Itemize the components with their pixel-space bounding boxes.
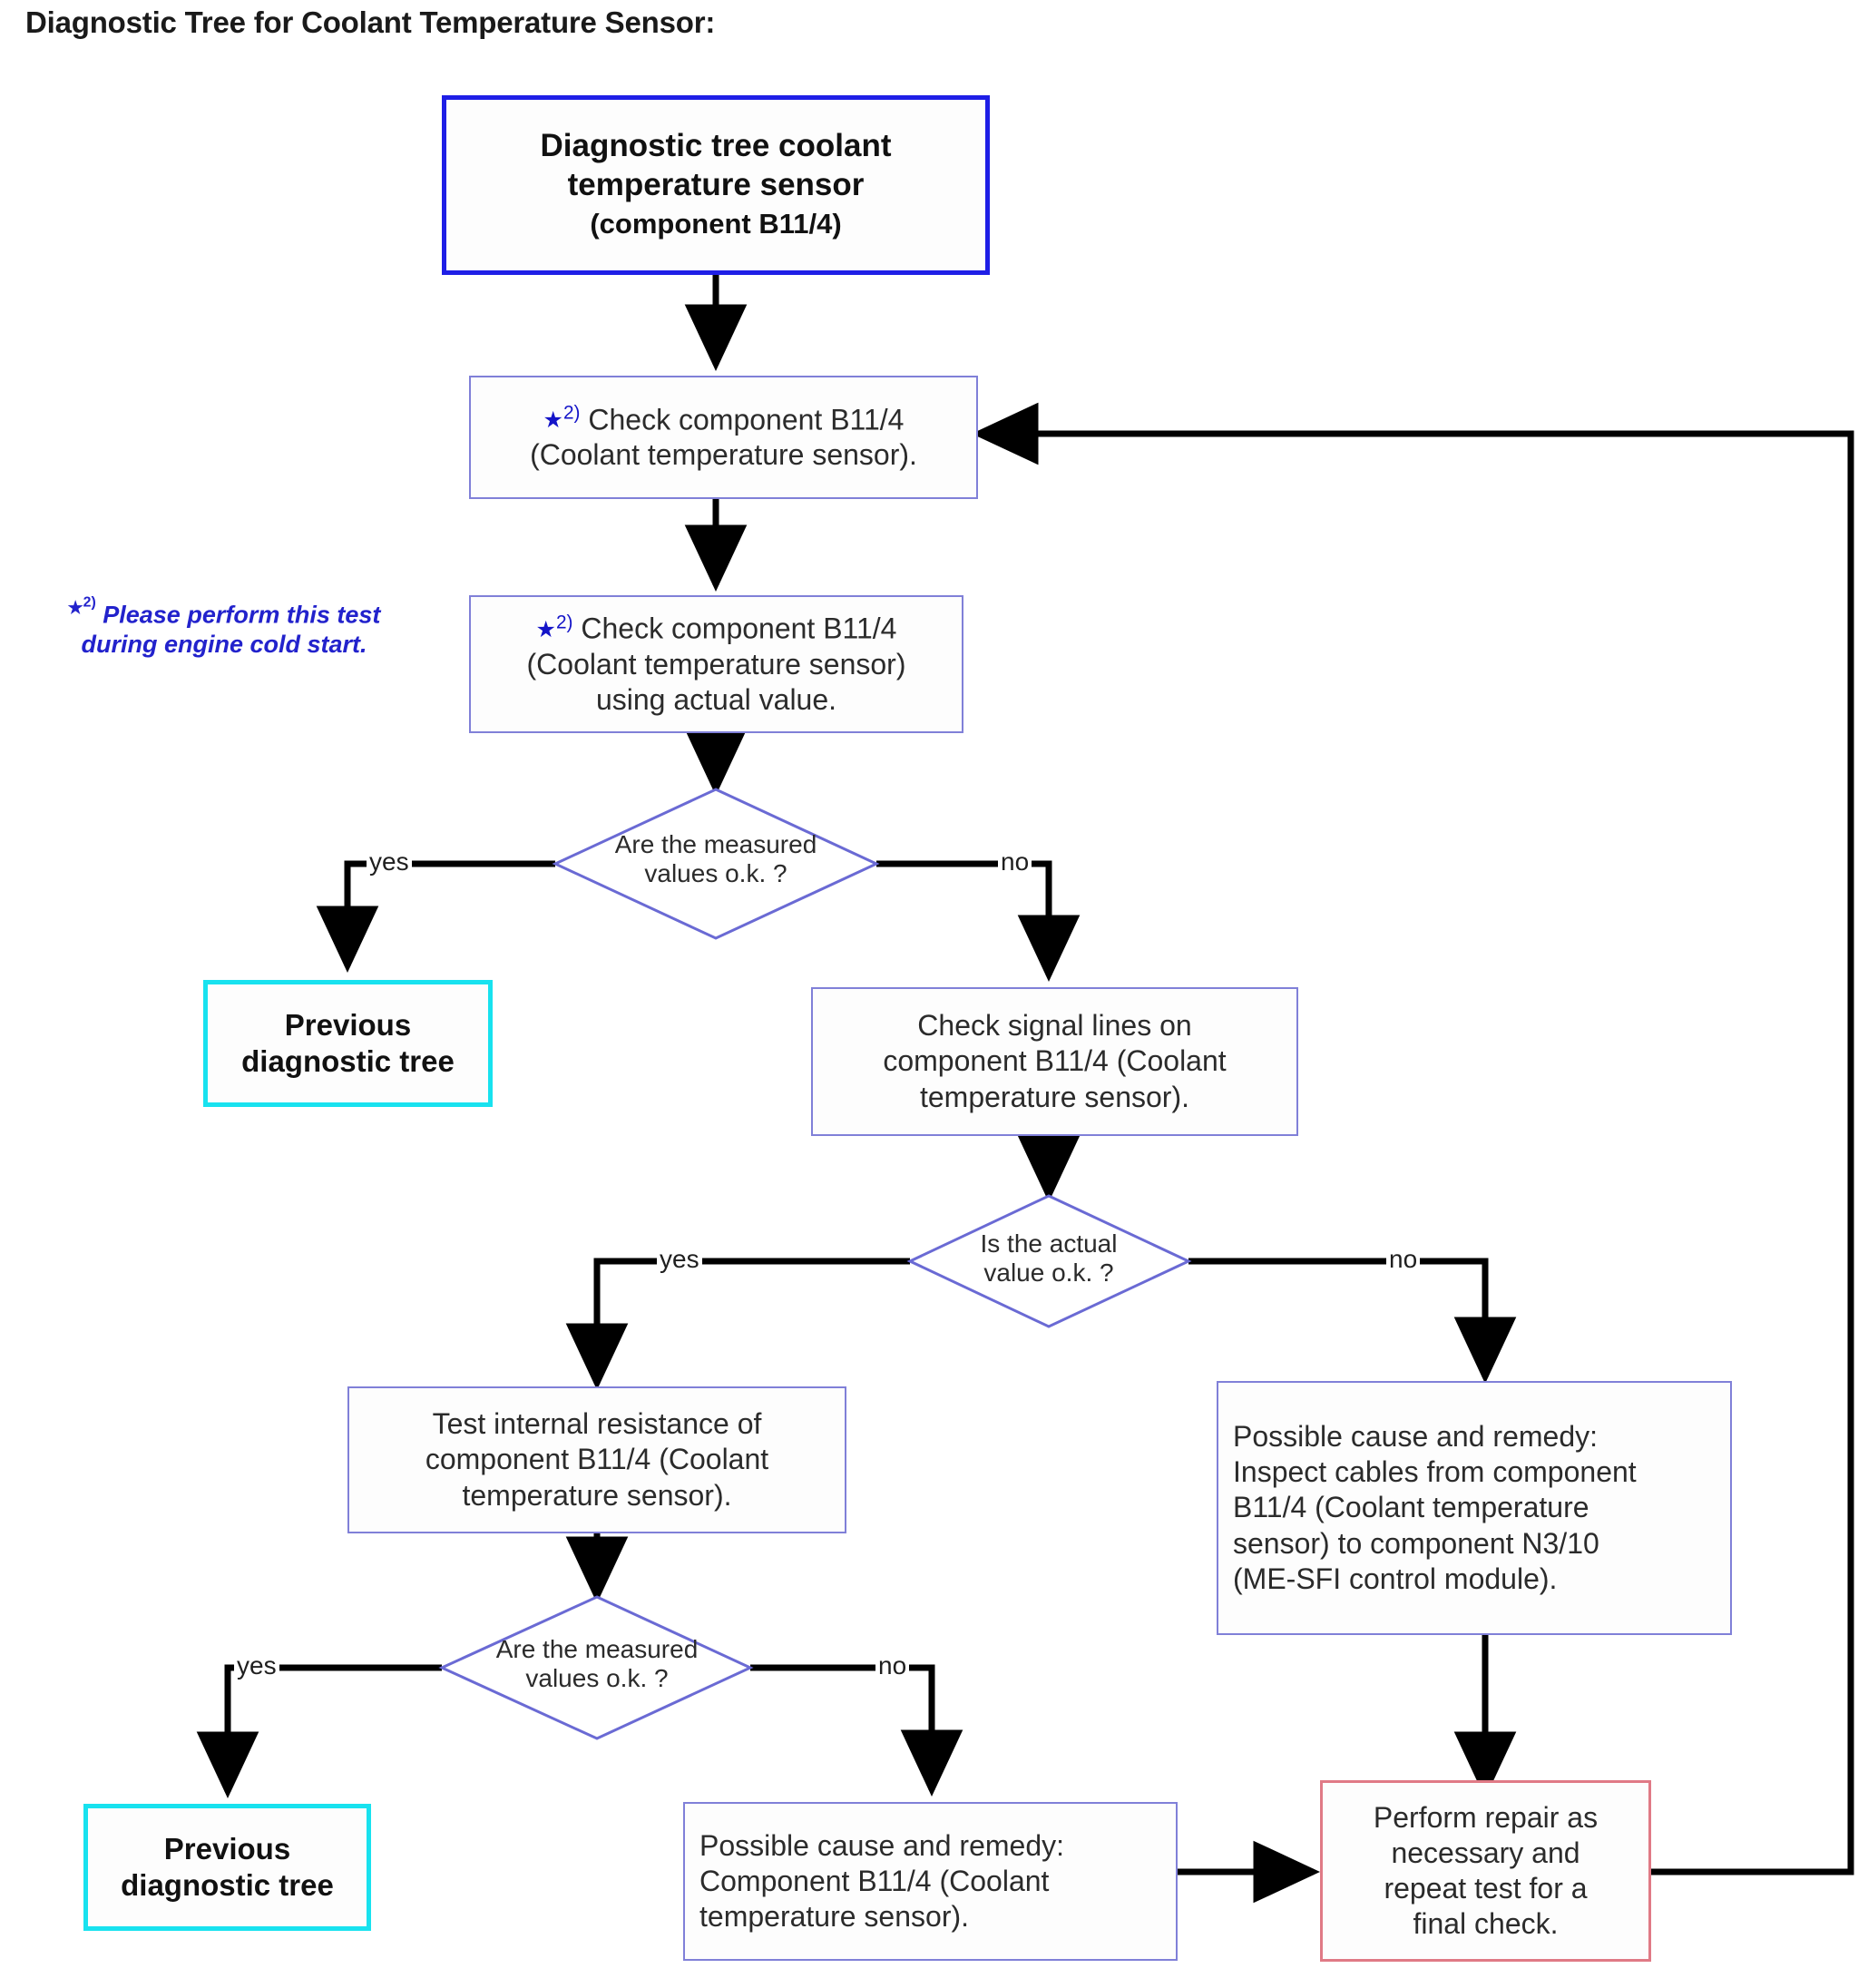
node-cause-cables-line-2: Inspect cables from component <box>1233 1455 1637 1489</box>
edge-label-no-1: no <box>998 849 1032 875</box>
node-cause-sensor-line-1: Possible cause and remedy: <box>699 1828 1064 1862</box>
node-prev2-line-2: diagnostic tree <box>121 1868 334 1902</box>
node-prev1-line-2: diagnostic tree <box>241 1044 455 1078</box>
edge-label-yes-2: yes <box>657 1247 702 1272</box>
edge-decision3-no <box>750 1664 963 1797</box>
footnote-star-icon-2: ★2) <box>535 612 573 642</box>
edge-label-yes-1: yes <box>367 849 412 875</box>
node-prev2-line-1: Previous <box>163 1831 291 1866</box>
decision-2-diamond <box>906 1194 1192 1328</box>
node-cause-cables-line-1: Possible cause and remedy: <box>1233 1420 1598 1454</box>
edge-decision1-yes <box>316 860 555 973</box>
node-check-signal-lines[interactable]: Check signal lines on component B11/4 (C… <box>811 987 1298 1136</box>
node-cause-sensor-line-2: Component B11/4 (Coolant <box>699 1864 1050 1897</box>
node-cause-cables-line-4: sensor) to component N3/10 <box>1233 1526 1599 1560</box>
edge-decision2-no <box>1188 1258 1517 1384</box>
node-check2-line-2: (Coolant temperature sensor) <box>526 647 906 681</box>
node-resistance-line-3: temperature sensor). <box>462 1478 732 1512</box>
node-check1-line-1: Check component B11/4 <box>588 403 905 436</box>
node-cause-sensor-line-3: temperature sensor). <box>699 1900 970 1934</box>
footnote-marker-icon: ★2) <box>67 595 96 619</box>
node-start-subline: (component B11/4) <box>590 208 842 240</box>
footnote-note: ★2) Please perform this test during engi… <box>47 594 401 660</box>
node-signal-line-1: Check signal lines on <box>917 1009 1192 1043</box>
edge-label-yes-3: yes <box>234 1653 279 1679</box>
node-check2-line-1: Check component B11/4 <box>581 612 897 645</box>
node-repair-line-3: repeat test for a <box>1384 1872 1588 1905</box>
node-prev1-line-1: Previous <box>284 1007 412 1042</box>
node-start-diagnostic-tree[interactable]: Diagnostic tree coolant temperature sens… <box>442 95 990 275</box>
node-test-internal-resistance[interactable]: Test internal resistance of component B1… <box>347 1386 846 1533</box>
footnote-text: Please perform this test during engine c… <box>81 601 381 659</box>
node-previous-diagnostic-tree-1[interactable]: Previous diagnostic tree <box>203 980 493 1107</box>
node-perform-repair[interactable]: Perform repair as necessary and repeat t… <box>1320 1780 1651 1962</box>
node-check1-line-2: (Coolant temperature sensor). <box>530 438 917 472</box>
edge-decision3-yes <box>196 1664 442 1798</box>
node-cause-cables-line-5: (ME-SFI control module). <box>1233 1562 1558 1595</box>
node-check-component-b114[interactable]: ★2) Check component B11/4 (Coolant tempe… <box>469 376 978 499</box>
node-cause-cables-line-3: B11/4 (Coolant temperature <box>1233 1491 1589 1524</box>
node-possible-cause-cables[interactable]: Possible cause and remedy: Inspect cable… <box>1217 1381 1732 1635</box>
node-possible-cause-sensor[interactable]: Possible cause and remedy: Component B11… <box>683 1802 1178 1961</box>
node-resistance-line-1: Test internal resistance of <box>432 1407 762 1441</box>
node-check-component-actual-value[interactable]: ★2) Check component B11/4 (Coolant tempe… <box>469 595 963 733</box>
node-repair-line-1: Perform repair as <box>1373 1800 1599 1834</box>
node-repair-line-4: final check. <box>1413 1907 1559 1941</box>
node-repair-line-2: necessary and <box>1391 1836 1580 1869</box>
decision-1-diamond <box>552 788 880 940</box>
footnote-star-icon-1: ★2) <box>543 402 581 434</box>
edge-decision1-no <box>876 860 1081 982</box>
edge-repair-feedback-loop <box>972 402 1854 1875</box>
edge-label-no-3: no <box>875 1653 910 1679</box>
node-previous-diagnostic-tree-2[interactable]: Previous diagnostic tree <box>83 1804 371 1931</box>
edge-label-no-2: no <box>1386 1247 1421 1272</box>
node-signal-line-3: temperature sensor). <box>919 1080 1189 1113</box>
node-check2-line-3: using actual value. <box>595 682 837 716</box>
node-start-line-1: Diagnostic tree coolant <box>540 127 892 163</box>
edge-decision2-yes <box>565 1258 910 1390</box>
node-signal-line-2: component B11/4 (Coolant <box>883 1044 1227 1078</box>
decision-3-diamond <box>438 1595 754 1740</box>
page-title: Diagnostic Tree for Coolant Temperature … <box>25 5 716 39</box>
node-start-line-2: temperature sensor <box>567 166 865 202</box>
node-resistance-line-2: component B11/4 (Coolant <box>425 1443 769 1476</box>
